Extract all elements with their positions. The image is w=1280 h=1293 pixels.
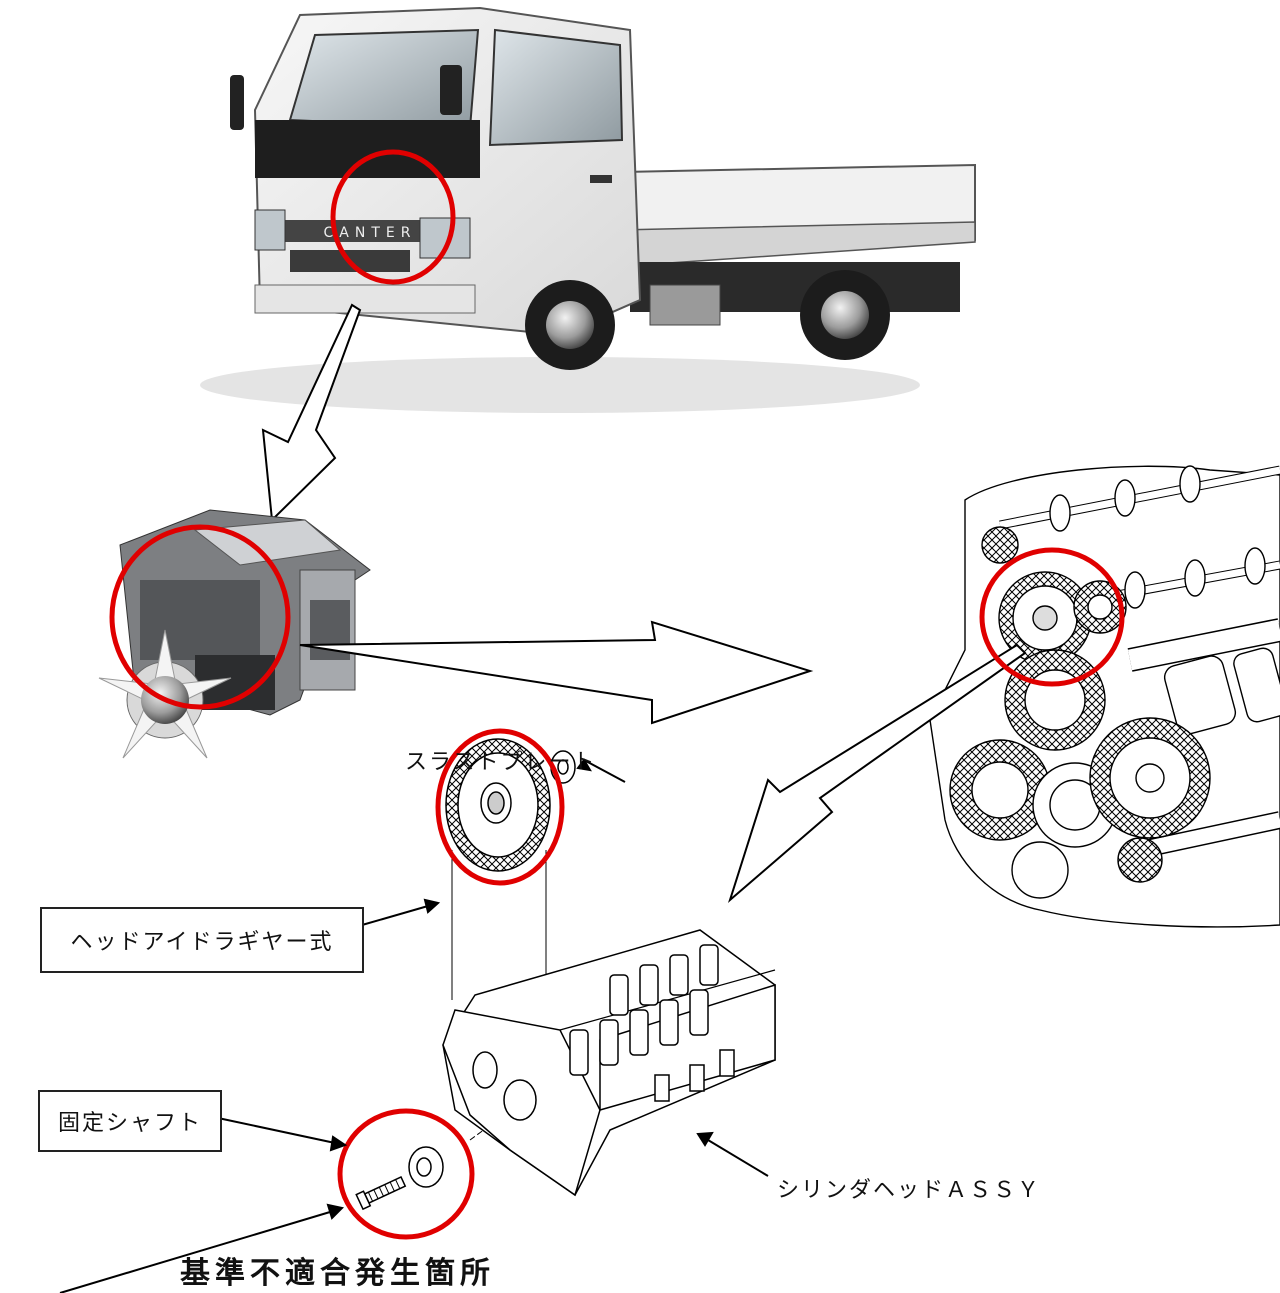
label-thrust-plate: スラストプレート xyxy=(405,750,597,775)
leader-lines xyxy=(59,758,769,1293)
truck-illustration: CANTER xyxy=(200,6,976,413)
label-fixed-shaft: 固定シャフト xyxy=(38,1090,222,1152)
highlight-circle-idler-gear xyxy=(435,728,565,886)
highlight-circle-truck-front xyxy=(330,149,456,285)
pointer-arrow-engine-to-geartrain xyxy=(299,620,814,725)
pointer-arrow-geartrain-to-exploded xyxy=(727,643,1027,904)
label-cylinder-head-assy: シリンダヘッドＡＳＳＹ xyxy=(777,1178,1042,1203)
label-defect-location: 基準不適合発生箇所 xyxy=(180,1256,495,1291)
highlight-circle-geartrain xyxy=(979,547,1125,687)
pointer-arrow-truck-to-engine xyxy=(261,303,362,523)
exploded-parts-illustration xyxy=(355,738,776,1211)
engine-illustration xyxy=(98,509,371,759)
highlight-circle-fixed-shaft xyxy=(337,1108,475,1240)
label-head-idler-gear: ヘッドアイドラギヤー式 xyxy=(40,907,364,973)
gear-train-illustration xyxy=(929,465,1280,928)
truck-grille-name: CANTER xyxy=(324,225,417,241)
highlight-circles xyxy=(109,149,1125,1240)
highlight-circle-engine xyxy=(109,524,291,710)
